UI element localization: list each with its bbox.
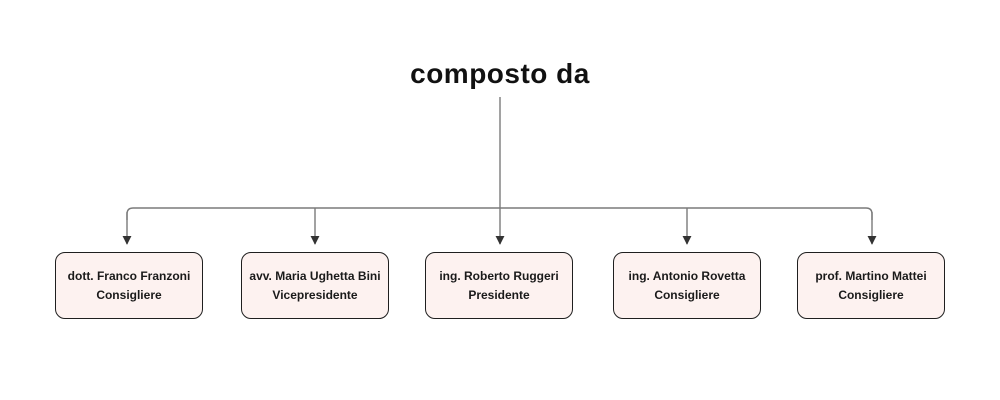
node-name: ing. Roberto Ruggeri xyxy=(439,268,559,283)
org-node: dott. Franco Franzoni Consigliere xyxy=(55,252,203,319)
node-role: Consigliere xyxy=(654,287,720,302)
node-role: Consigliere xyxy=(96,287,162,302)
node-role: Consigliere xyxy=(838,287,904,302)
node-role: Vicepresidente xyxy=(272,287,358,302)
org-node: avv. Maria Ughetta Bini Vicepresidente xyxy=(241,252,389,319)
org-node: ing. Roberto Ruggeri Presidente xyxy=(425,252,573,319)
node-name: prof. Martino Mattei xyxy=(815,268,927,283)
org-node: prof. Martino Mattei Consigliere xyxy=(797,252,945,319)
node-name: avv. Maria Ughetta Bini xyxy=(249,268,381,283)
org-node: ing. Antonio Rovetta Consigliere xyxy=(613,252,761,319)
node-name: dott. Franco Franzoni xyxy=(67,268,191,283)
node-role: Presidente xyxy=(468,287,530,302)
node-name: ing. Antonio Rovetta xyxy=(628,268,746,283)
diagram-title: composto da xyxy=(410,58,590,89)
